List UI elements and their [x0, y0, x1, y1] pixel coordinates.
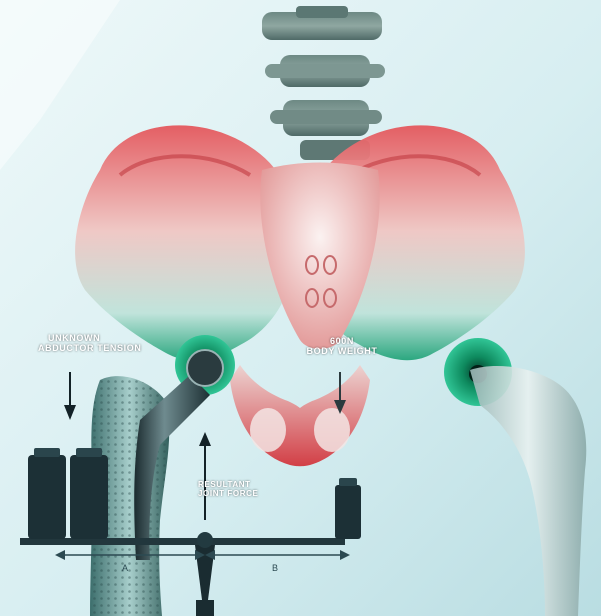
right-weight — [335, 485, 361, 539]
balance-beam — [20, 538, 345, 545]
abductor-tension-label: UNKNOWN ABDUCTOR TENSION — [38, 333, 141, 354]
body-weight-label-line2: BODY WEIGHT — [300, 346, 384, 356]
lever-a-label: A — [122, 563, 128, 573]
left-weight-1 — [28, 455, 66, 539]
implant-femoral-head — [187, 350, 223, 386]
resultant-force-label: RESULTANT JOINT FORCE — [198, 480, 258, 498]
abductor-label-line2: ABDUCTOR TENSION — [38, 343, 141, 353]
resultant-label-line1: RESULTANT — [198, 480, 258, 489]
left-weight-2 — [70, 455, 108, 539]
body-weight-label: 600N BODY WEIGHT — [300, 336, 384, 357]
lever-b-label: B — [272, 563, 278, 573]
body-weight-label-line1: 600N — [300, 336, 384, 346]
resultant-label-line2: JOINT FORCE — [198, 489, 258, 498]
abductor-label-line1: UNKNOWN — [38, 333, 141, 343]
